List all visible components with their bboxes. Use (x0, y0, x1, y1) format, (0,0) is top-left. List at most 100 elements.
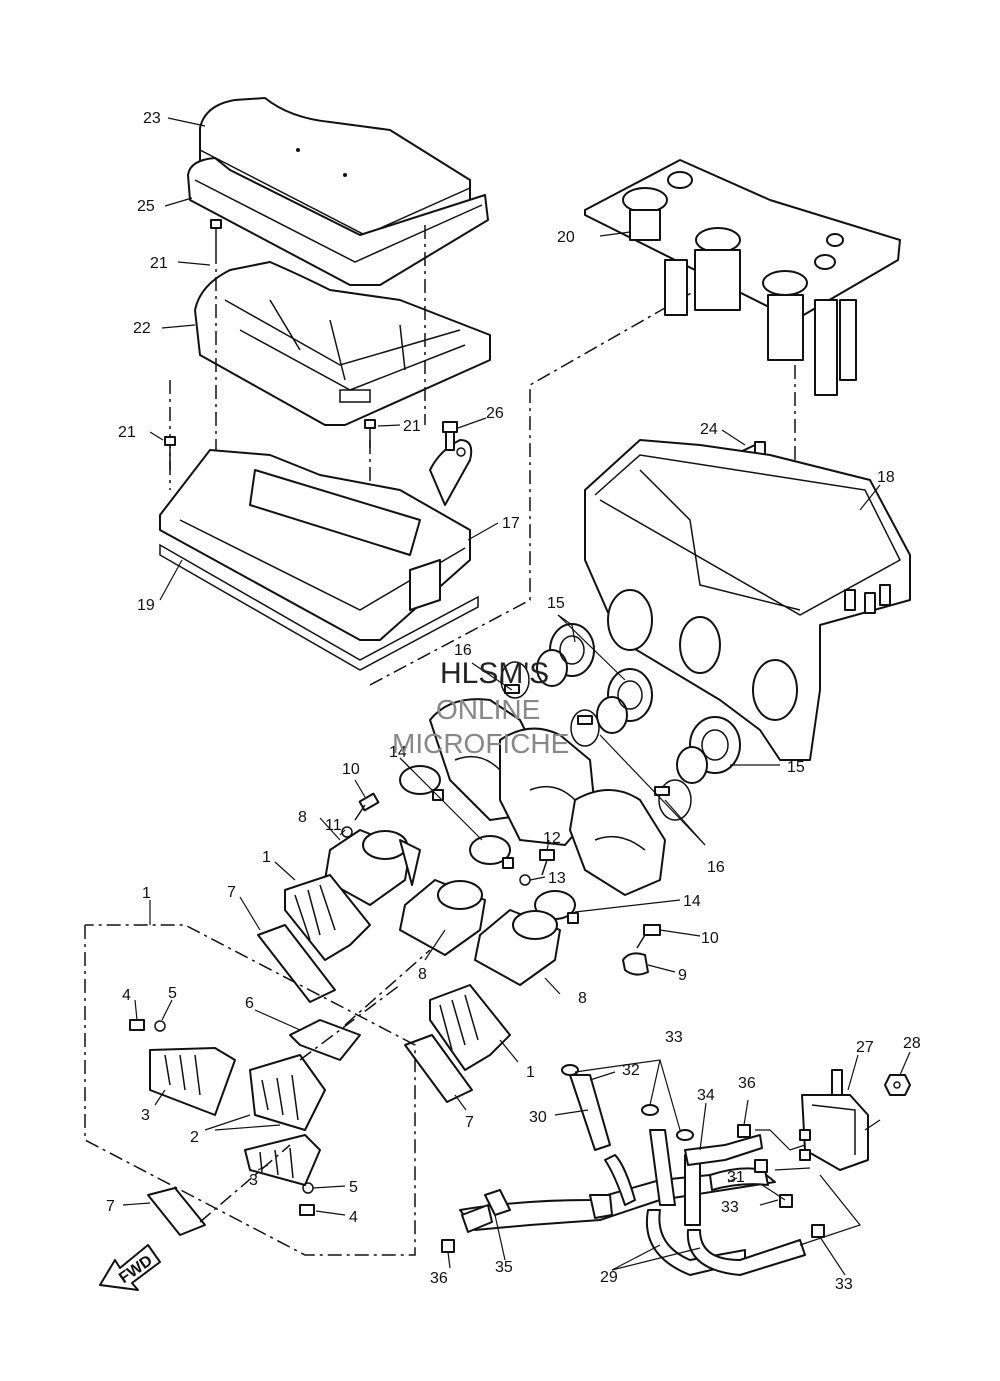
bolt-4-top (129, 1019, 145, 1031)
callout-36-right: 36 (738, 1075, 756, 1092)
callout-31: 31 (727, 1169, 745, 1186)
callout-8-mid: 8 (418, 966, 427, 983)
callout-8-bottom: 8 (578, 990, 587, 1007)
callout-7-upper: 7 (227, 884, 236, 901)
hoses (459, 1074, 806, 1276)
callout-10-bottom: 10 (701, 930, 719, 947)
callout-19: 19 (137, 597, 155, 614)
screw-21-top (210, 219, 222, 250)
callout-21-left: 21 (118, 424, 136, 441)
clamps-16 (500, 661, 692, 821)
callout-6: 6 (245, 995, 254, 1012)
callout-4-bottom: 4 (349, 1209, 358, 1226)
airbox-case (584, 439, 911, 761)
callout-2: 2 (190, 1129, 199, 1146)
callout-9: 9 (678, 967, 687, 984)
reed-body-2 (249, 1054, 326, 1131)
joint-15-b (596, 668, 653, 734)
leader-lines (122, 117, 911, 1276)
callout-33-mid: 33 (721, 1199, 739, 1216)
gasket-7-kit (147, 1187, 206, 1236)
callout-17: 17 (502, 515, 520, 532)
callout-30: 30 (529, 1109, 547, 1126)
washer-13 (519, 874, 531, 886)
manifold-8-b (399, 879, 486, 956)
clip-36-left (441, 1239, 455, 1253)
callout-4-top: 4 (122, 987, 131, 1004)
cover-plate (584, 159, 901, 396)
joint-15-c (676, 716, 741, 784)
watermark: HLSM'S ONLINE MICROFICHE (392, 657, 569, 759)
callout-23: 23 (143, 110, 161, 127)
callout-22: 22 (133, 320, 151, 337)
screw-21-mid (364, 419, 376, 448)
callout-21-top: 21 (150, 255, 168, 272)
callout-15-bottom: 15 (787, 759, 805, 776)
airbox-lower (159, 439, 473, 641)
callout-35: 35 (495, 1259, 513, 1276)
hose-29-b (686, 1229, 806, 1276)
callout-1-upper: 1 (262, 849, 271, 866)
callout-33-top: 33 (665, 1029, 683, 1046)
callout-34: 34 (697, 1087, 715, 1104)
callout-14-top: 14 (389, 744, 407, 761)
callout-3-top: 3 (141, 1107, 150, 1124)
callout-20: 20 (557, 229, 575, 246)
bolt-26 (442, 421, 458, 451)
clip-36-right (737, 1124, 751, 1138)
hose-31 (709, 1167, 769, 1191)
hose-32 (569, 1074, 611, 1151)
airbox-seal (187, 157, 489, 286)
callout-18: 18 (877, 469, 895, 486)
airbox-gasket (159, 543, 479, 671)
clamps-14 (399, 765, 579, 924)
washer-11 (341, 826, 353, 838)
callout-5-bottom: 5 (349, 1179, 358, 1196)
pump-27 (799, 1069, 869, 1171)
callout-1-kit: 1 (142, 885, 151, 902)
carburetor-assembly (429, 698, 666, 896)
callout-12: 12 (543, 830, 561, 847)
callout-27: 27 (856, 1039, 874, 1056)
callout-1-lower: 1 (526, 1064, 535, 1081)
bracket-9 (622, 952, 649, 976)
bolt-10-lower (636, 924, 661, 949)
bolt-10-upper (354, 792, 380, 821)
callout-24: 24 (700, 421, 718, 438)
callout-16-bottom: 16 (707, 859, 725, 876)
callout-5-top: 5 (168, 985, 177, 1002)
callout-36-left: 36 (430, 1270, 448, 1287)
nut-28 (884, 1074, 911, 1096)
callout-26: 26 (486, 405, 504, 422)
gasket-7-lower (404, 1034, 473, 1103)
reed-kit-outline (84, 900, 416, 1256)
callout-13: 13 (548, 870, 566, 887)
manifold-8-a (324, 829, 421, 906)
reed-valve-lower-1 (429, 984, 511, 1071)
callout-3-bottom: 3 (249, 1172, 258, 1189)
stopper-6 (289, 1019, 361, 1061)
reed-valve-upper-1 (284, 874, 371, 961)
callout-7-kit: 7 (106, 1198, 115, 1215)
watermark-line-1: HLSM'S (440, 657, 549, 690)
watermark-line-3: MICROFICHE (392, 728, 569, 759)
screws-upper (164, 219, 458, 470)
manifold-8-c (474, 909, 561, 986)
callout-28: 28 (903, 1035, 921, 1052)
callout-8-top: 8 (298, 809, 307, 826)
callout-14-bottom: 14 (683, 893, 701, 910)
hose-clips-33 (441, 1064, 825, 1253)
bolt-4-bottom (299, 1204, 315, 1216)
callout-16-top: 16 (454, 642, 472, 659)
manifolds-8 (324, 829, 561, 986)
forward-arrow: FWD (99, 1244, 161, 1291)
callout-32: 32 (622, 1062, 640, 1079)
joints-15 (536, 623, 741, 784)
callout-11: 11 (325, 817, 342, 834)
callout-7-lower: 7 (465, 1114, 474, 1131)
watermark-line-2: ONLINE (436, 694, 540, 725)
assembly-lines-lower (755, 1119, 881, 1246)
callout-29: 29 (600, 1269, 618, 1286)
fitting-35 (484, 1189, 511, 1216)
